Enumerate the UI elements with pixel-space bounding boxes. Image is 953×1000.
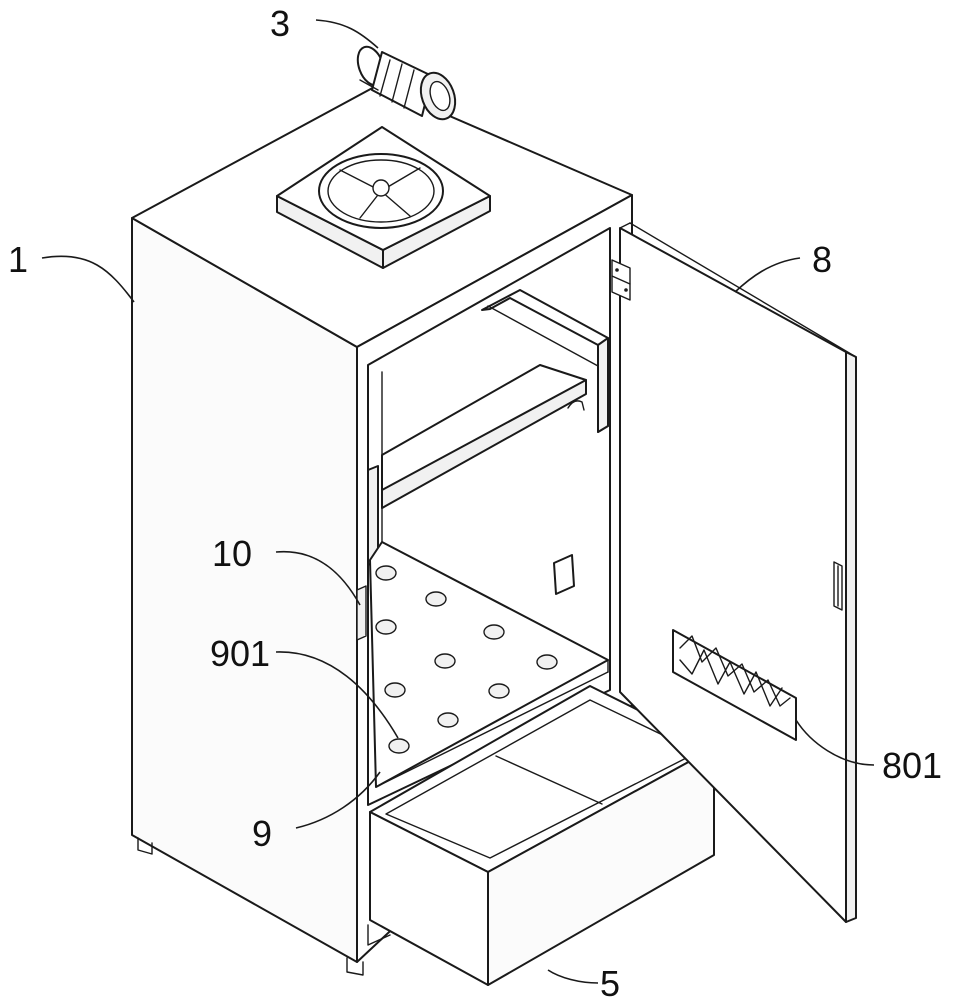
label-5: 5 — [600, 963, 620, 1000]
label-9: 9 — [252, 813, 272, 854]
label-10: 10 — [212, 533, 252, 574]
label-8: 8 — [812, 239, 832, 280]
plate-hole-901 — [388, 738, 410, 754]
fan-unit — [276, 126, 491, 269]
label-1: 1 — [8, 239, 28, 280]
door-vent — [672, 629, 797, 741]
perforated-plate — [369, 541, 609, 788]
label-801: 801 — [882, 745, 942, 786]
motor — [356, 45, 457, 121]
drawer — [367, 685, 715, 986]
label-901: 901 — [210, 633, 270, 674]
leader-lines — [41, 19, 875, 984]
reference-labels: 1 3 8 10 901 9 801 5 — [8, 3, 942, 1000]
door — [611, 222, 857, 923]
side-slot — [356, 585, 367, 641]
label-3: 3 — [270, 3, 290, 44]
plate-holes — [375, 565, 558, 754]
